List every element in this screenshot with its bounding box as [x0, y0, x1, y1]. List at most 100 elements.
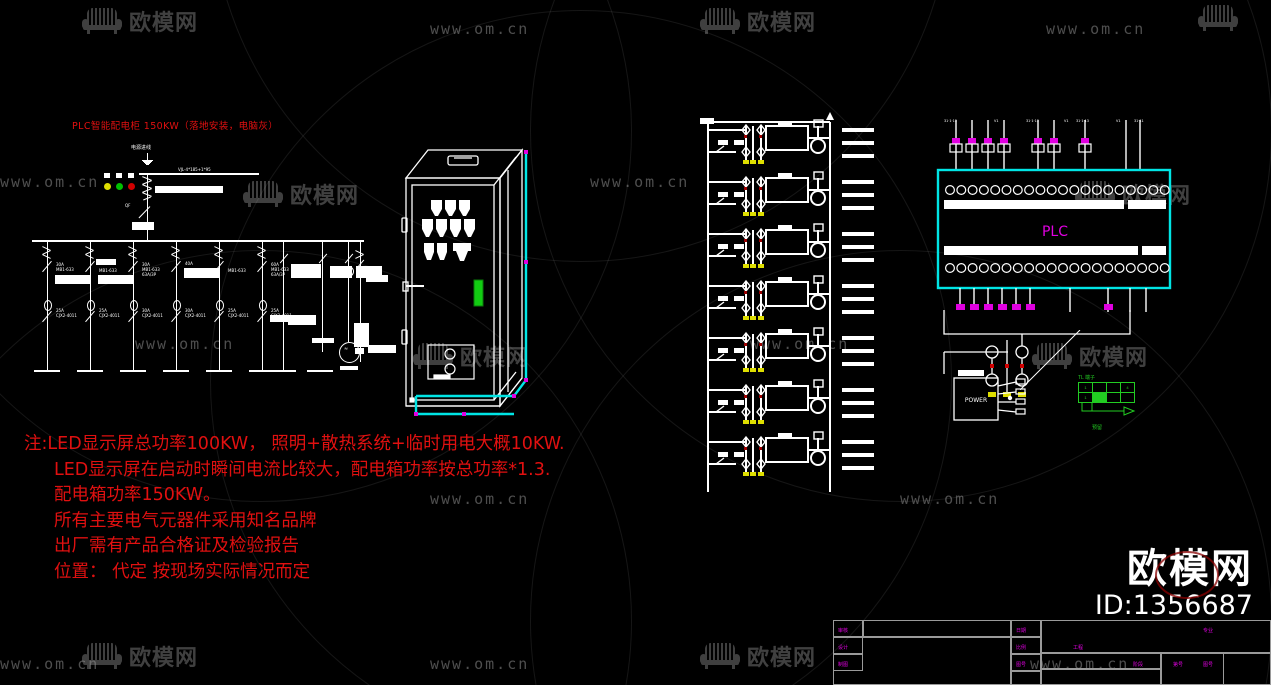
- terminal-bar: [842, 466, 874, 470]
- terminal-bar: [842, 245, 874, 249]
- plc-output-terminal: [1137, 263, 1148, 274]
- plc-input-terminal: [1046, 184, 1057, 195]
- note-line: 所有主要电气元器件采用知名品牌: [54, 510, 317, 531]
- terminal-bar: [842, 193, 874, 197]
- terminal-table-caption: TL 端子: [1078, 375, 1096, 381]
- plc-output-terminal: [1159, 263, 1170, 274]
- plc-output-terminal: [1001, 263, 1012, 274]
- terminal-bar: [842, 336, 874, 340]
- terminal-bar: [842, 414, 874, 418]
- terminal-bar: [842, 310, 874, 314]
- title-block-field: 图号: [1203, 662, 1214, 668]
- plc-output-terminal: [967, 263, 978, 274]
- title-block-field: 图号: [1016, 662, 1027, 668]
- main-switch-label: QF: [125, 203, 131, 208]
- note-line: 出厂需有产品合格证及检验报告: [54, 536, 299, 556]
- terminal-bar: [842, 440, 874, 444]
- terminal-cell: 1: [1078, 392, 1093, 403]
- plc-output-terminal: [1148, 263, 1159, 274]
- brand-watermark: 欧模网 ID:1356687: [1095, 547, 1253, 621]
- plc-input-terminal: [1012, 184, 1023, 195]
- terminal-bar: [842, 128, 874, 132]
- plc-input-terminal: [1159, 184, 1170, 195]
- terminal-cell: [1106, 382, 1121, 393]
- main-switch-blade: [138, 206, 151, 219]
- title-block-field: 审核: [838, 628, 849, 634]
- terminal-table-below-label: 预留: [1092, 425, 1103, 431]
- indicator-lamp-yellow: [104, 183, 111, 190]
- plc-output-terminal: [956, 263, 967, 274]
- plc-input-terminal: [1103, 184, 1114, 195]
- plc-output-terminal: [1103, 263, 1114, 274]
- terminal-cell: [1106, 392, 1121, 403]
- incoming-label: 电源进线: [131, 145, 152, 151]
- terminal-bar: [842, 388, 874, 392]
- title-block-field: 制图: [838, 662, 849, 668]
- magenta-terminals: [952, 138, 1089, 144]
- plc-output-terminal: [1012, 263, 1023, 274]
- top-bus: [139, 173, 259, 175]
- control-ladder-diagram: [690, 112, 880, 502]
- terminal-bar: [842, 284, 874, 288]
- cable-spec-label: VJL-4*185+1*95: [178, 167, 211, 172]
- branch-wire: [348, 242, 349, 342]
- contactor-coil: [44, 300, 52, 311]
- terminal-row: 1: [1078, 392, 1135, 403]
- plc-output-terminal: [945, 263, 956, 274]
- terminal-bar: [842, 349, 874, 353]
- terminal-bar: [842, 232, 874, 236]
- plc-output-terminal: [1091, 263, 1102, 274]
- cabinet-svg: [401, 148, 528, 416]
- plc-output-terminal: [1080, 263, 1091, 274]
- svg-text:31·1·13: 31·1·13: [944, 119, 957, 123]
- incoming-wire: [147, 153, 148, 161]
- plc-input-terminal: [978, 184, 989, 195]
- title-block-field: 阶段: [1133, 662, 1144, 668]
- lamp-box-green: [116, 173, 122, 178]
- terminal-bar: [842, 141, 874, 145]
- plc-input-terminal: [1001, 184, 1012, 195]
- plc-input-terminal: [956, 184, 967, 195]
- terminal-bar: [842, 297, 874, 301]
- plc-input-terminal: [1137, 184, 1148, 195]
- plc-output-terminal: [1058, 263, 1069, 274]
- plc-top-feeders: [955, 120, 1141, 170]
- svg-text:V1: V1: [1116, 119, 1120, 123]
- plc-input-terminal: [1114, 184, 1125, 195]
- lamp-box-red: [128, 173, 134, 178]
- title-block-field: 设计: [838, 645, 849, 651]
- terminal-cell: 4: [1120, 382, 1135, 393]
- brand-ring: [1155, 551, 1219, 599]
- arrow-bar: [142, 160, 153, 161]
- plc-output-wires: [959, 288, 1147, 312]
- plc-output-strip2: [1142, 246, 1166, 255]
- terminal-bar: [842, 154, 874, 158]
- nameplate-green: [473, 279, 484, 307]
- branch-wire: [360, 242, 361, 362]
- plc-output-strip: [944, 246, 1138, 255]
- plc-output-terminal: [1035, 263, 1046, 274]
- indicator-lamp-green: [116, 183, 123, 190]
- leader-line: [1020, 330, 1081, 390]
- terminal-bar: [842, 401, 874, 405]
- plc-output-terminal: [1114, 263, 1125, 274]
- plc-input-terminal: [1069, 184, 1080, 195]
- title-block-field: 工程: [1073, 645, 1084, 651]
- plc-output-terminal: [1046, 263, 1057, 274]
- main-bus: [32, 240, 364, 242]
- plc-input-terminal: [1058, 184, 1069, 195]
- spec-tag: [155, 186, 223, 193]
- terminal-bar: [842, 206, 874, 210]
- plc-input-terminal: [1035, 184, 1046, 195]
- terminal-cell: [1092, 382, 1107, 393]
- drawing-title: PLC智能配电柜 150KW（落地安装，电脑灰）: [72, 121, 279, 132]
- title-block-field: 专业: [1203, 628, 1214, 634]
- plc-input-terminal: [945, 184, 956, 195]
- title-block-field: 日期: [1016, 628, 1027, 634]
- plc-output-terminal: [990, 263, 1001, 274]
